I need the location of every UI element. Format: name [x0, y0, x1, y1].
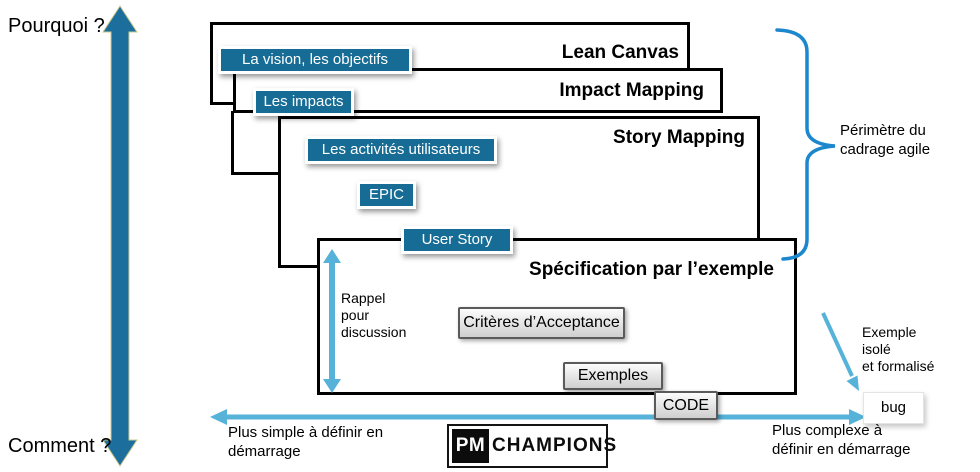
how-axis-label: Comment ?: [8, 435, 112, 457]
acceptance-criteria-button: Critères d’Acceptance: [458, 307, 625, 339]
rappel-note-line3: discussion: [341, 324, 407, 340]
pm-logo-name: CHAMPIONS: [492, 435, 618, 456]
why-axis-label: Pourquoi ?: [8, 15, 105, 37]
isolated-example-line1: Exemple: [862, 324, 917, 340]
user-activities-tag: Les activités utilisateurs: [305, 136, 497, 164]
rappel-note: Rappel pour discussion: [341, 290, 406, 341]
specification-box: Spécification par l’exemple: [317, 238, 797, 395]
lean-canvas-title: Lean Canvas: [561, 42, 679, 63]
scoping-note-line2: cadrage agile: [840, 141, 931, 158]
connector-elbow-horizontal: [231, 172, 280, 175]
user-story-tag: User Story: [401, 226, 513, 254]
examples-button: Exemples: [563, 362, 663, 390]
simple-start-line1: Plus simple à définir en: [228, 424, 384, 441]
isolated-example-line2: isolé: [862, 341, 891, 357]
rappel-note-line2: pour: [341, 307, 370, 323]
code-button: CODE: [654, 391, 718, 420]
rappel-note-line1: Rappel: [341, 290, 386, 306]
bug-box: bug: [863, 392, 924, 424]
isolated-example-note: Exemple isolé et formalisé: [862, 324, 934, 375]
epic-tag: EPIC: [357, 181, 416, 209]
impact-mapping-title: Impact Mapping: [559, 80, 704, 101]
scoping-brace-icon: [775, 28, 836, 261]
scoping-note-line1: Périmètre du: [840, 122, 926, 139]
specification-title: Spécification par l’exemple: [529, 259, 774, 280]
isolated-example-line3: et formalisé: [862, 358, 935, 374]
pm-logo-mark: PM: [452, 429, 489, 463]
simple-start-line2: démarrage: [228, 443, 301, 460]
impacts-tag: Les impacts: [253, 88, 354, 116]
pm-champions-logo: PM CHAMPIONS: [447, 424, 616, 468]
story-mapping-title: Story Mapping: [613, 127, 745, 148]
vision-objectives-tag: La vision, les objectifs: [218, 46, 412, 74]
complex-start-line2: définir en démarrage: [772, 441, 911, 458]
simple-start-note: Plus simple à définir en démarrage: [228, 423, 383, 461]
why-how-double-arrow-icon: [102, 5, 138, 467]
complex-start-line1: Plus complexe à: [772, 422, 883, 439]
example-diagonal-arrowhead-icon: [846, 375, 859, 391]
example-diagonal-arrow-icon: [821, 312, 854, 377]
complex-start-note: Plus complexe à définir en démarrage: [772, 421, 910, 459]
connector-elbow-vertical: [231, 111, 234, 175]
scoping-brace-note: Périmètre du cadrage agile: [840, 121, 930, 159]
